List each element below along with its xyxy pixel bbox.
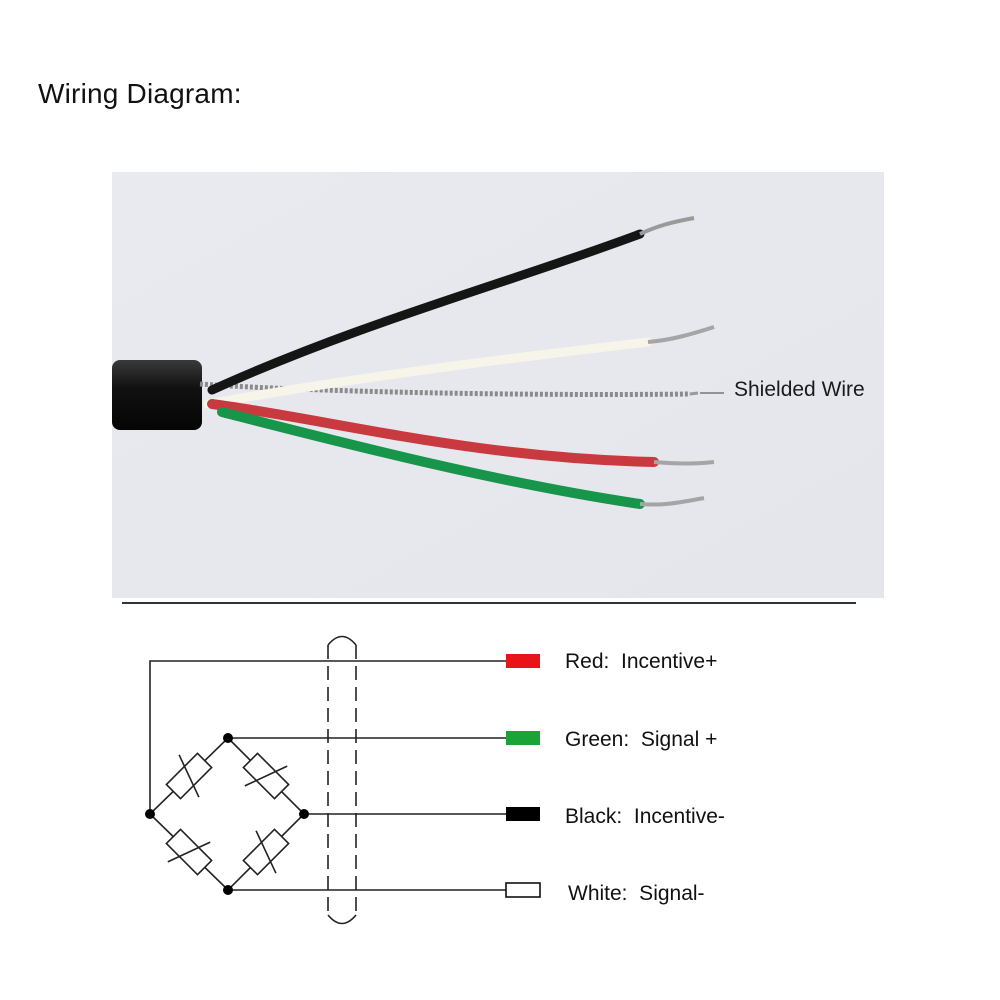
black-swatch: [506, 807, 540, 821]
legend-green: Green: Signal +: [565, 728, 718, 751]
shield-braid: [199, 381, 691, 398]
legend-black: Black: Incentive-: [565, 805, 725, 828]
white-swatch: [505, 882, 541, 898]
red-wire-tip: [653, 460, 715, 466]
legend-red: Red: Incentive+: [565, 650, 718, 673]
white-wire-tip: [647, 325, 715, 344]
cable-jacket: [112, 360, 202, 430]
legend-white: White: Signal-: [568, 882, 705, 905]
resistor-top-left: [165, 752, 213, 800]
white-wire: [203, 337, 653, 409]
green-wire: [217, 407, 645, 509]
red-swatch: [506, 654, 540, 668]
green-wire-tip: [639, 496, 705, 507]
node-top: [223, 733, 233, 743]
section-divider: [122, 602, 856, 604]
resistor-top-right: [242, 752, 290, 800]
bridge-diamond: [148, 736, 306, 892]
black-wire: [207, 229, 645, 395]
resistor-bottom-left: [165, 828, 213, 876]
black-wire-tip: [639, 216, 695, 236]
cable-photo: [112, 172, 884, 598]
node-left: [145, 809, 155, 819]
page-title: Wiring Diagram:: [38, 78, 242, 109]
red-line: [149, 660, 506, 814]
red-wire: [207, 399, 659, 467]
node-right: [299, 809, 309, 819]
green-swatch: [506, 731, 540, 745]
shielded-wire-label: Shielded Wire: [734, 378, 865, 401]
node-bottom: [223, 885, 233, 895]
resistor-bottom-right: [242, 828, 290, 876]
shield-cylinder: [327, 635, 357, 925]
